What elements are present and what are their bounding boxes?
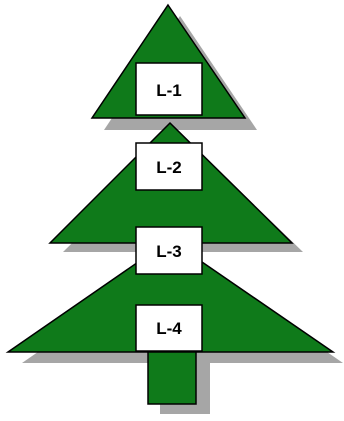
level-label-2-text: L-2	[156, 158, 182, 177]
level-label-3-box	[135, 226, 203, 275]
tree-tier-3	[5, 239, 336, 353]
level-label-2: L-2	[135, 142, 203, 191]
level-label-3-text: L-3	[156, 242, 182, 261]
level-label-3: L-3	[135, 226, 203, 275]
level-label-1: L-1	[135, 62, 203, 116]
tree-trunk	[147, 349, 197, 405]
level-label-4-box	[135, 304, 203, 352]
level-label-2-box	[135, 142, 203, 191]
level-label-4: L-4	[135, 304, 203, 352]
level-label-1-text: L-1	[156, 81, 182, 100]
level-label-1-box	[135, 62, 203, 116]
tree-tier-1	[90, 3, 247, 119]
level-label-4-text: L-4	[156, 319, 182, 338]
